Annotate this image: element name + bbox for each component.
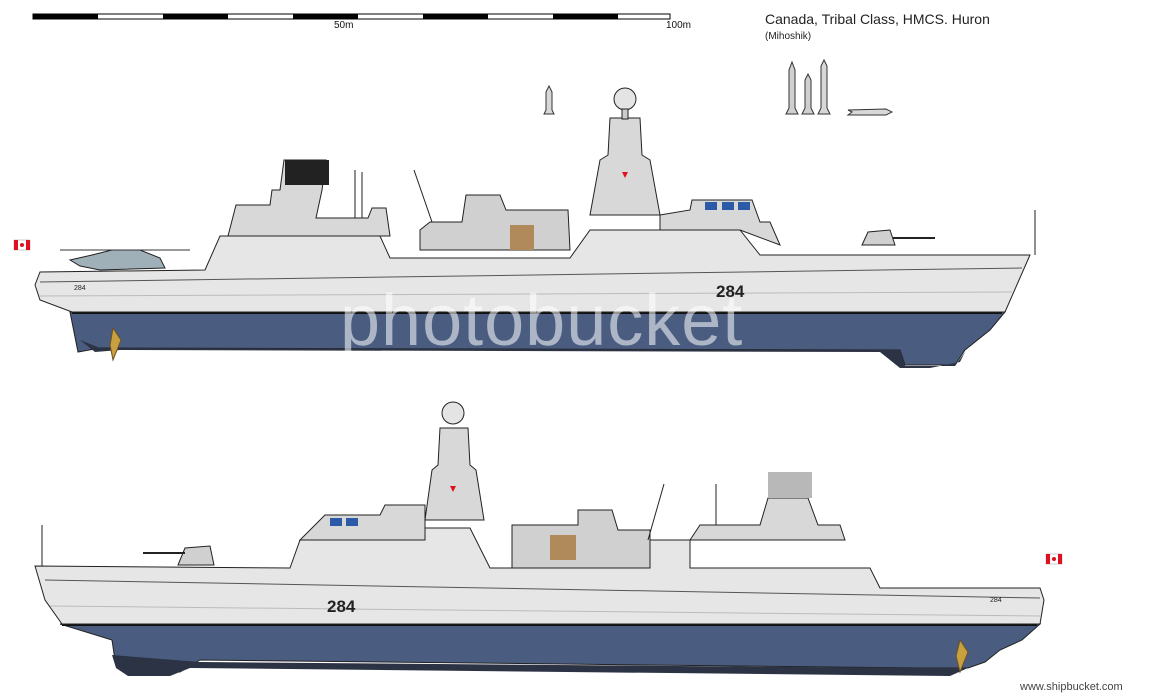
stern-number-bottom: 284 [990, 597, 1002, 604]
scale-label-end: 100m [666, 20, 692, 31]
watermark: photobucket [340, 281, 744, 361]
scale-bar [32, 13, 671, 20]
author-credit: (Mihoshik) [765, 31, 812, 42]
page-title: Canada, Tribal Class, HMCS. Huron [765, 11, 990, 27]
propeller [109, 326, 122, 362]
helicopter [60, 249, 190, 271]
flag-canada [1045, 553, 1063, 565]
flag-canada [13, 239, 31, 251]
hull-number-bottom: 284 [327, 597, 356, 616]
hull-number-top: 284 [716, 282, 745, 301]
scale-label-mid: 50m [334, 20, 354, 31]
propeller [955, 638, 969, 674]
missile-icon [543, 58, 894, 116]
ship-profile [34, 401, 1063, 676]
stern-number-top: 284 [74, 285, 86, 292]
site-footer[interactable]: www.shipbucket.com [1020, 681, 1123, 693]
ship-profile [13, 87, 1036, 368]
